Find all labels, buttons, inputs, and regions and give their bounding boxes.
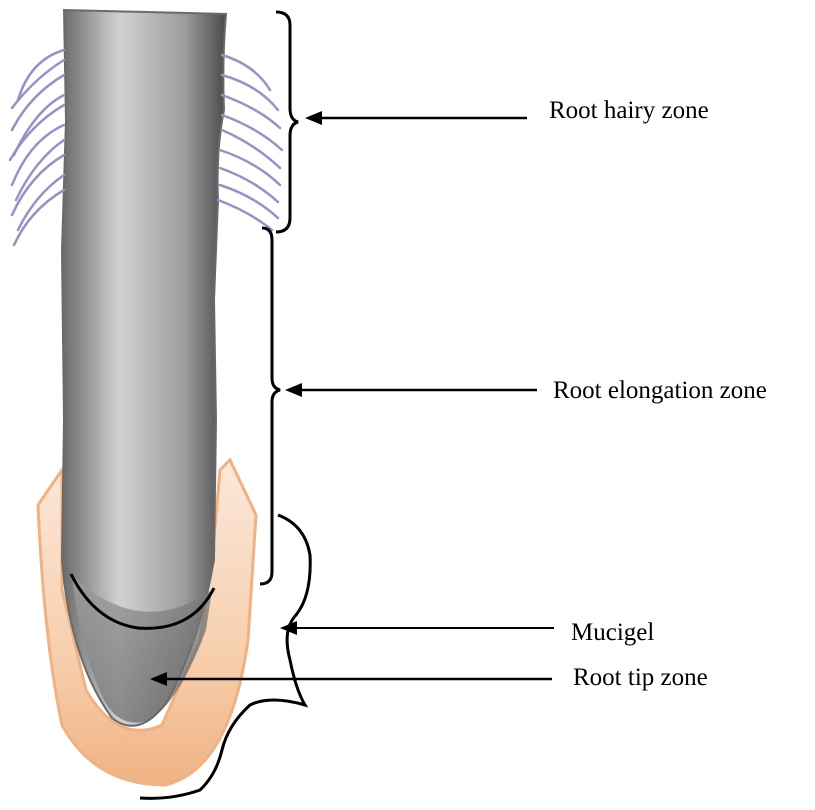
arrow-root-hairy-zone [305, 111, 527, 125]
label-mucigel: Mucigel [571, 620, 654, 645]
label-root-tip-zone: Root tip zone [573, 665, 708, 690]
bracket-root-elongation-zone [260, 228, 280, 584]
label-root-hairy-zone: Root hairy zone [549, 98, 709, 123]
arrow-root-elongation-zone [285, 383, 537, 397]
bracket-root-hairy-zone [276, 12, 298, 232]
arrow-mucigel [280, 621, 554, 635]
label-root-elongation-zone: Root elongation zone [553, 378, 767, 403]
root-hairs-right [218, 55, 282, 230]
root-hairs-left [10, 50, 64, 245]
